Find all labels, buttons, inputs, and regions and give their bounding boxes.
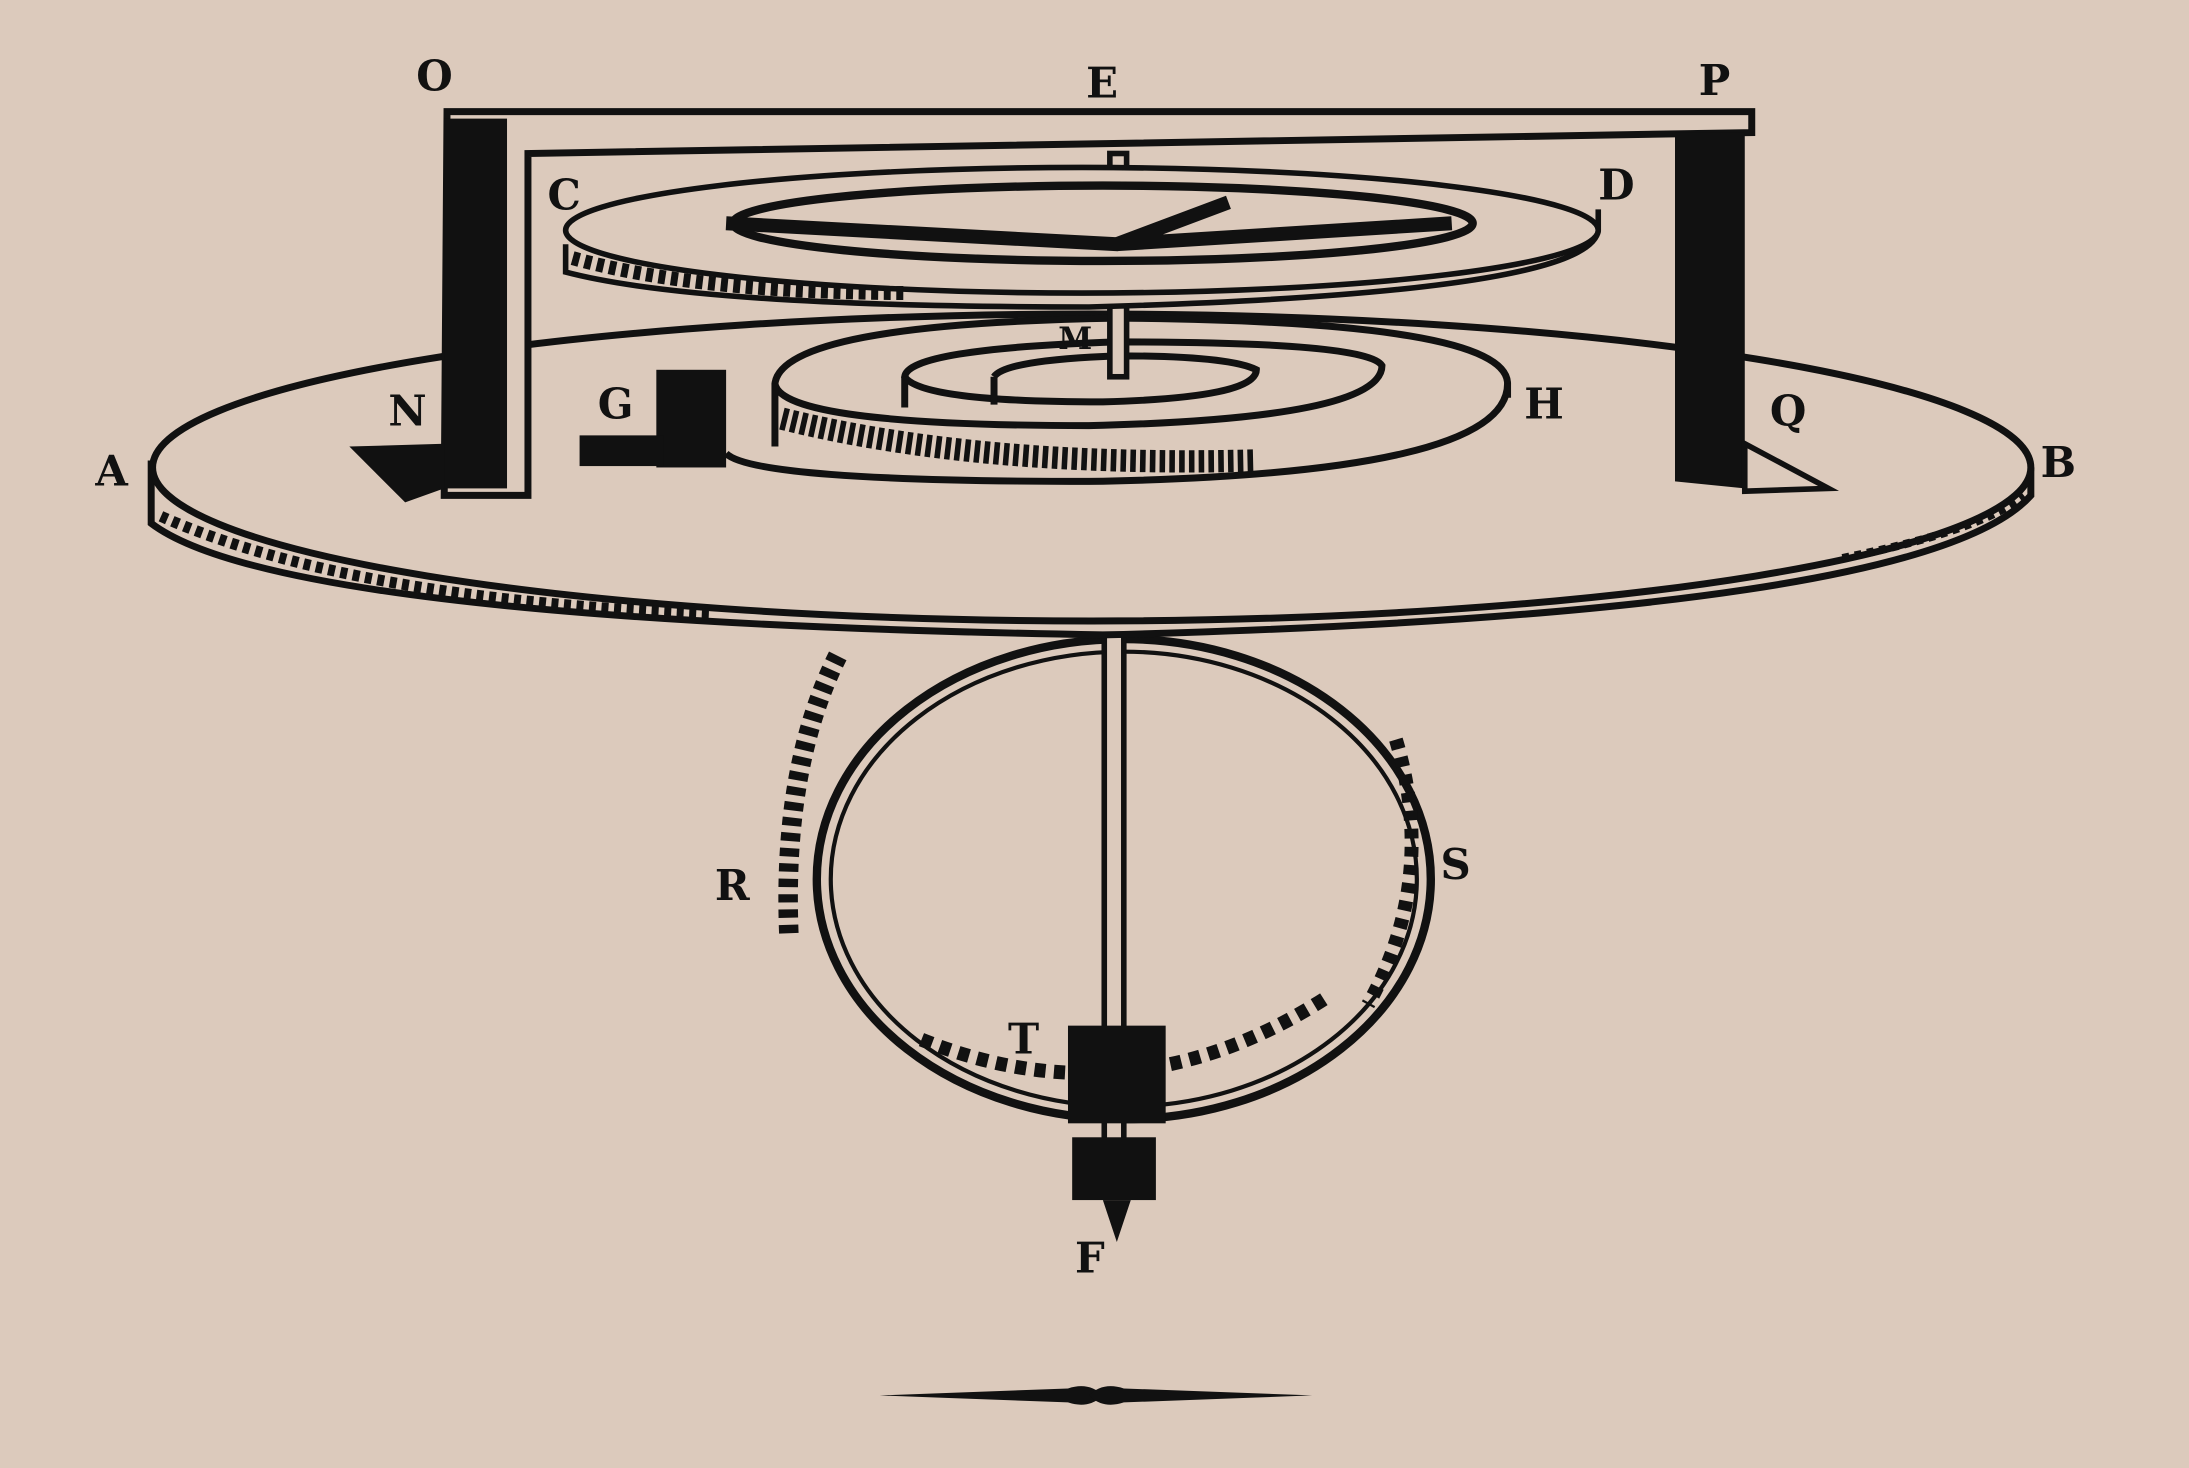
label-p: P <box>1699 56 1730 105</box>
bridge-frame <box>349 108 1840 503</box>
ornament-rule <box>879 1386 1313 1405</box>
spiral-spring <box>579 314 1512 485</box>
label-f: F <box>1075 1234 1105 1283</box>
label-d: D <box>1598 161 1634 210</box>
label-e: E <box>1086 59 1118 108</box>
label-c: C <box>547 170 580 219</box>
label-q: Q <box>1770 387 1806 436</box>
label-g: G <box>598 380 634 429</box>
label-h: H <box>1524 380 1564 429</box>
arbor-shaft <box>1067 632 1166 1242</box>
label-t: T <box>1008 1015 1039 1064</box>
label-o: O <box>416 52 452 101</box>
balance-wheel <box>562 150 1602 380</box>
label-a: A <box>94 447 128 496</box>
label-r: R <box>715 861 751 910</box>
label-m: M <box>1058 321 1092 357</box>
label-b: B <box>2041 438 2076 487</box>
label-n: N <box>388 387 426 436</box>
label-s: S <box>1441 840 1471 889</box>
